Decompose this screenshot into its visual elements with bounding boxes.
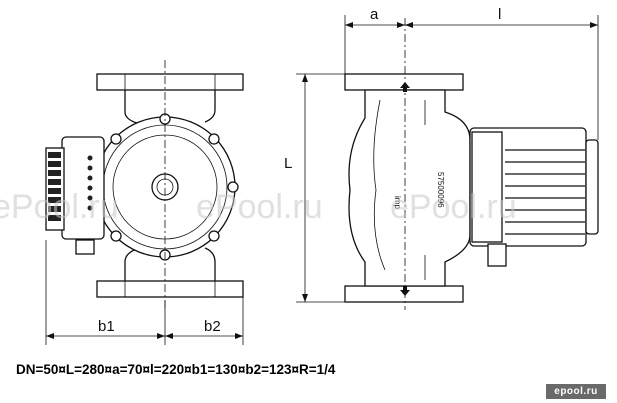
- dim-label-b2: b2: [204, 318, 221, 335]
- watermark: ePool.ru ePool.ru ePool.ru: [0, 188, 517, 226]
- cooling-fins: [505, 149, 585, 235]
- motor-end-cap: [585, 139, 599, 235]
- side-view: imp 57500096: [296, 15, 599, 310]
- spec-line: DN=50¤L=280¤a=70¤l=220¤b1=130¤b2=123¤R=1…: [16, 362, 336, 377]
- svg-text:ePool.ru: ePool.ru: [0, 188, 119, 226]
- bottom-flange: [96, 280, 244, 298]
- top-flange: [96, 73, 244, 91]
- serial-marking: 57500096: [436, 172, 445, 208]
- housing-bolts: [110, 113, 239, 261]
- speed-leds: [87, 155, 93, 211]
- svg-text:ePool.ru: ePool.ru: [196, 188, 323, 226]
- front-view: [45, 60, 244, 345]
- dim-label-L: L: [284, 155, 292, 172]
- dim-label-a: a: [370, 6, 379, 23]
- cable-gland: [75, 239, 95, 255]
- dim-label-b1: b1: [98, 318, 115, 335]
- dim-label-l: l: [498, 6, 501, 23]
- corner-logo: epool.ru: [546, 384, 606, 399]
- connector-pins: [48, 152, 61, 221]
- brand-marking: imp: [393, 196, 402, 209]
- motor-collar: [471, 131, 503, 243]
- side-cable-gland: [487, 243, 507, 267]
- svg-text:ePool.ru: ePool.ru: [390, 188, 517, 226]
